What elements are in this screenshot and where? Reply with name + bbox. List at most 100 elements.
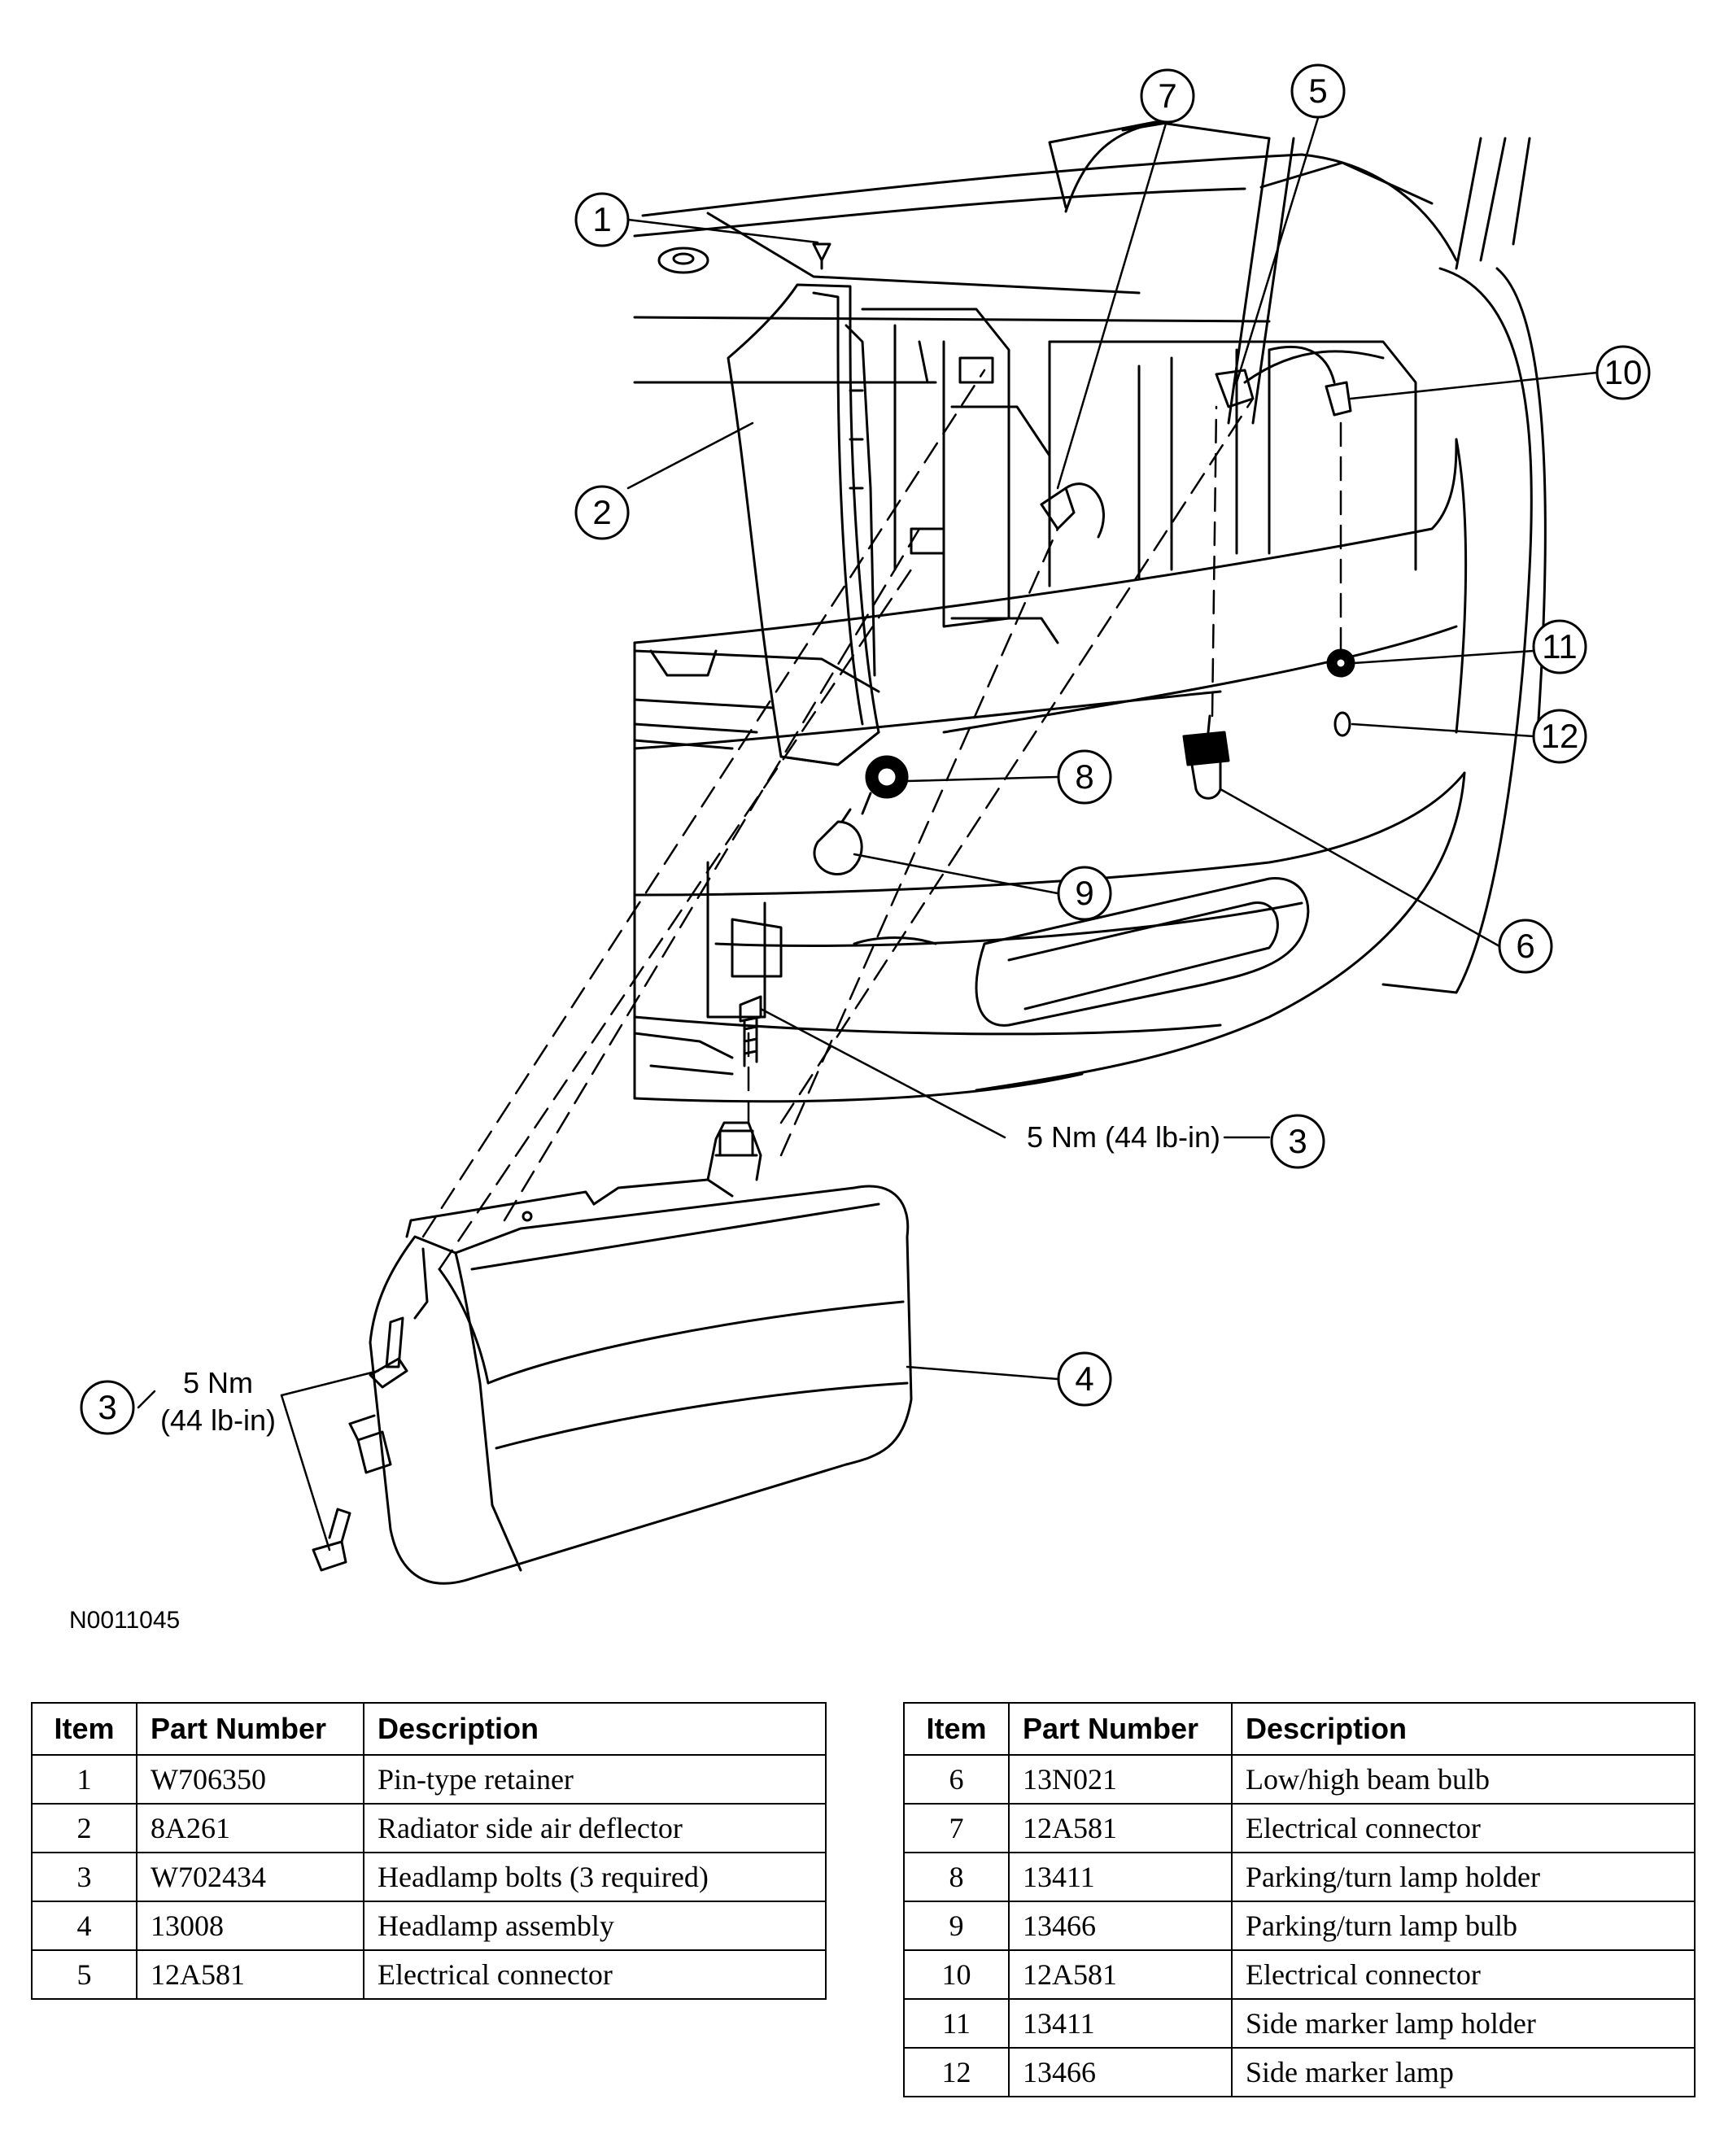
callout-10: 10: [1595, 345, 1651, 400]
headlamp-bolt-icon-low: [312, 1508, 351, 1572]
callout-3-lower: 3: [80, 1380, 135, 1435]
pin-type-retainer-icon: [657, 242, 831, 274]
part-description: Electrical connector: [363, 1949, 827, 2000]
table-row: 12 13466 Side marker lamp: [903, 2047, 1696, 2097]
part-number: 13N021: [1008, 1754, 1233, 1805]
torque-label-lower-unit: (44 lb-in): [160, 1403, 276, 1437]
part-description: Side marker lamp: [1231, 2047, 1696, 2097]
table-row: 11 13411 Side marker lamp holder: [903, 1998, 1696, 2049]
connector-10-icon: [1268, 345, 1352, 417]
callout-9: 9: [1057, 866, 1112, 921]
callout-2: 2: [574, 485, 630, 540]
part-number: 12A581: [1008, 1803, 1233, 1853]
callout-5: 5: [1290, 63, 1346, 119]
part-number: 12A581: [1008, 1949, 1233, 2000]
part-description: Electrical connector: [1231, 1949, 1696, 2000]
table-row: 5 12A581 Electrical connector: [31, 1949, 827, 2000]
item-number: 7: [903, 1803, 1010, 1853]
svg-text:6: 6: [1516, 927, 1534, 965]
part-description: Headlamp bolts (3 required): [363, 1852, 827, 1902]
part-number: 13411: [1008, 1998, 1233, 2049]
svg-text:7: 7: [1158, 76, 1176, 115]
table-row: 4 13008 Headlamp assembly: [31, 1901, 827, 1951]
part-number: 8A261: [136, 1803, 364, 1853]
item-number: 9: [903, 1901, 1010, 1951]
table-row: 8 13411 Parking/turn lamp holder: [903, 1852, 1696, 1902]
part-description: Headlamp assembly: [363, 1901, 827, 1951]
svg-text:8: 8: [1075, 757, 1093, 796]
item-number: 1: [31, 1754, 137, 1805]
callout-6: 6: [1498, 919, 1553, 974]
callout-12: 12: [1532, 709, 1587, 764]
svg-text:5: 5: [1308, 72, 1327, 110]
callout-1: 1: [574, 192, 630, 247]
col-header-description: Description: [1231, 1702, 1696, 1756]
table-row: 6 13N021 Low/high beam bulb: [903, 1754, 1696, 1805]
svg-text:1: 1: [592, 200, 611, 238]
table-row: 1 W706350 Pin-type retainer: [31, 1754, 827, 1805]
svg-text:9: 9: [1075, 874, 1093, 912]
part-description: Low/high beam bulb: [1231, 1754, 1696, 1805]
svg-text:12: 12: [1541, 717, 1579, 755]
leader-lines: [137, 116, 1599, 1552]
item-number: 3: [31, 1852, 137, 1902]
parking-turn-lamp-bulb-icon: [813, 808, 863, 876]
item-number: 12: [903, 2047, 1010, 2097]
item-number: 4: [31, 1901, 137, 1951]
item-number: 5: [31, 1949, 137, 2000]
torque-label-upper: 5 Nm (44 lb-in): [1027, 1120, 1220, 1154]
col-header-description: Description: [363, 1702, 827, 1756]
figure-code: N0011045: [69, 1607, 181, 1634]
part-number: 13411: [1008, 1852, 1233, 1902]
side-marker-lamp-holder-icon: [1326, 648, 1355, 678]
col-header-item: Item: [903, 1702, 1010, 1756]
torque-label-lower-value: 5 Nm: [183, 1366, 253, 1399]
parking-turn-lamp-holder-icon: [861, 755, 909, 815]
col-header-part-number: Part Number: [1008, 1702, 1233, 1756]
table-row: 2 8A261 Radiator side air deflector: [31, 1803, 827, 1853]
item-number: 2: [31, 1803, 137, 1853]
connector-7-icon: [1040, 482, 1105, 539]
table-row: 10 12A581 Electrical connector: [903, 1949, 1696, 2000]
headlamp-assembly: [348, 1121, 913, 1585]
callout-3-upper: 3: [1270, 1114, 1325, 1169]
parts-table-left: Item Part Number Description 1 W706350 P…: [31, 1702, 827, 2000]
headlamp-bolt-icon-mid: [369, 1316, 408, 1389]
part-description: Side marker lamp holder: [1231, 1998, 1696, 2049]
svg-text:2: 2: [592, 493, 611, 531]
part-description: Electrical connector: [1231, 1803, 1696, 1853]
item-number: 10: [903, 1949, 1010, 2000]
part-number: W702434: [136, 1852, 364, 1902]
part-description: Parking/turn lamp holder: [1231, 1852, 1696, 1902]
parts-table-right: Item Part Number Description 6 13N021 Lo…: [903, 1702, 1696, 2097]
col-header-part-number: Part Number: [136, 1702, 364, 1756]
part-description: Parking/turn lamp bulb: [1231, 1901, 1696, 1951]
table-row: 7 12A581 Electrical connector: [903, 1803, 1696, 1853]
item-number: 8: [903, 1852, 1010, 1902]
callout-8: 8: [1057, 749, 1112, 805]
part-description: Pin-type retainer: [363, 1754, 827, 1805]
part-description: Radiator side air deflector: [363, 1803, 827, 1853]
svg-text:3: 3: [98, 1388, 116, 1426]
svg-text:11: 11: [1542, 627, 1578, 666]
part-number: 13008: [136, 1901, 364, 1951]
part-number: 12A581: [136, 1949, 364, 2000]
radiator-side-air-deflector: [727, 283, 880, 766]
item-number: 6: [903, 1754, 1010, 1805]
svg-text:4: 4: [1075, 1360, 1093, 1398]
side-marker-lamp-icon: [1333, 711, 1351, 737]
headlamp-bolt-icon-upper: [739, 995, 762, 1067]
alignment-lines: [421, 369, 1342, 1271]
callout-7: 7: [1140, 68, 1195, 124]
part-number: 13466: [1008, 2047, 1233, 2097]
svg-text:3: 3: [1288, 1122, 1307, 1160]
table-row: 3 W702434 Headlamp bolts (3 required): [31, 1852, 827, 1902]
callout-4: 4: [1057, 1351, 1112, 1407]
item-number: 11: [903, 1998, 1010, 2049]
table-row: 9 13466 Parking/turn lamp bulb: [903, 1901, 1696, 1951]
part-number: W706350: [136, 1754, 364, 1805]
svg-text:10: 10: [1604, 353, 1643, 391]
low-high-beam-bulb-icon: [1182, 714, 1230, 800]
vehicle-front-structure: [633, 120, 1547, 1103]
callout-11: 11: [1532, 619, 1587, 674]
